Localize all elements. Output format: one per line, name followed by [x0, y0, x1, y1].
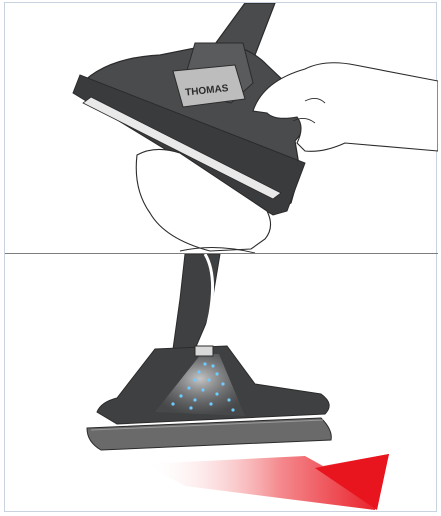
nozzle-hand-drawing: THOMAS: [5, 3, 438, 253]
manual-illustration: THOMAS: [4, 2, 437, 512]
illustration-step-1: THOMAS: [5, 3, 438, 253]
nozzle-spray-drawing: [5, 254, 438, 512]
illustration-step-2: [5, 254, 438, 512]
spray-nozzle-tip: [195, 346, 213, 356]
